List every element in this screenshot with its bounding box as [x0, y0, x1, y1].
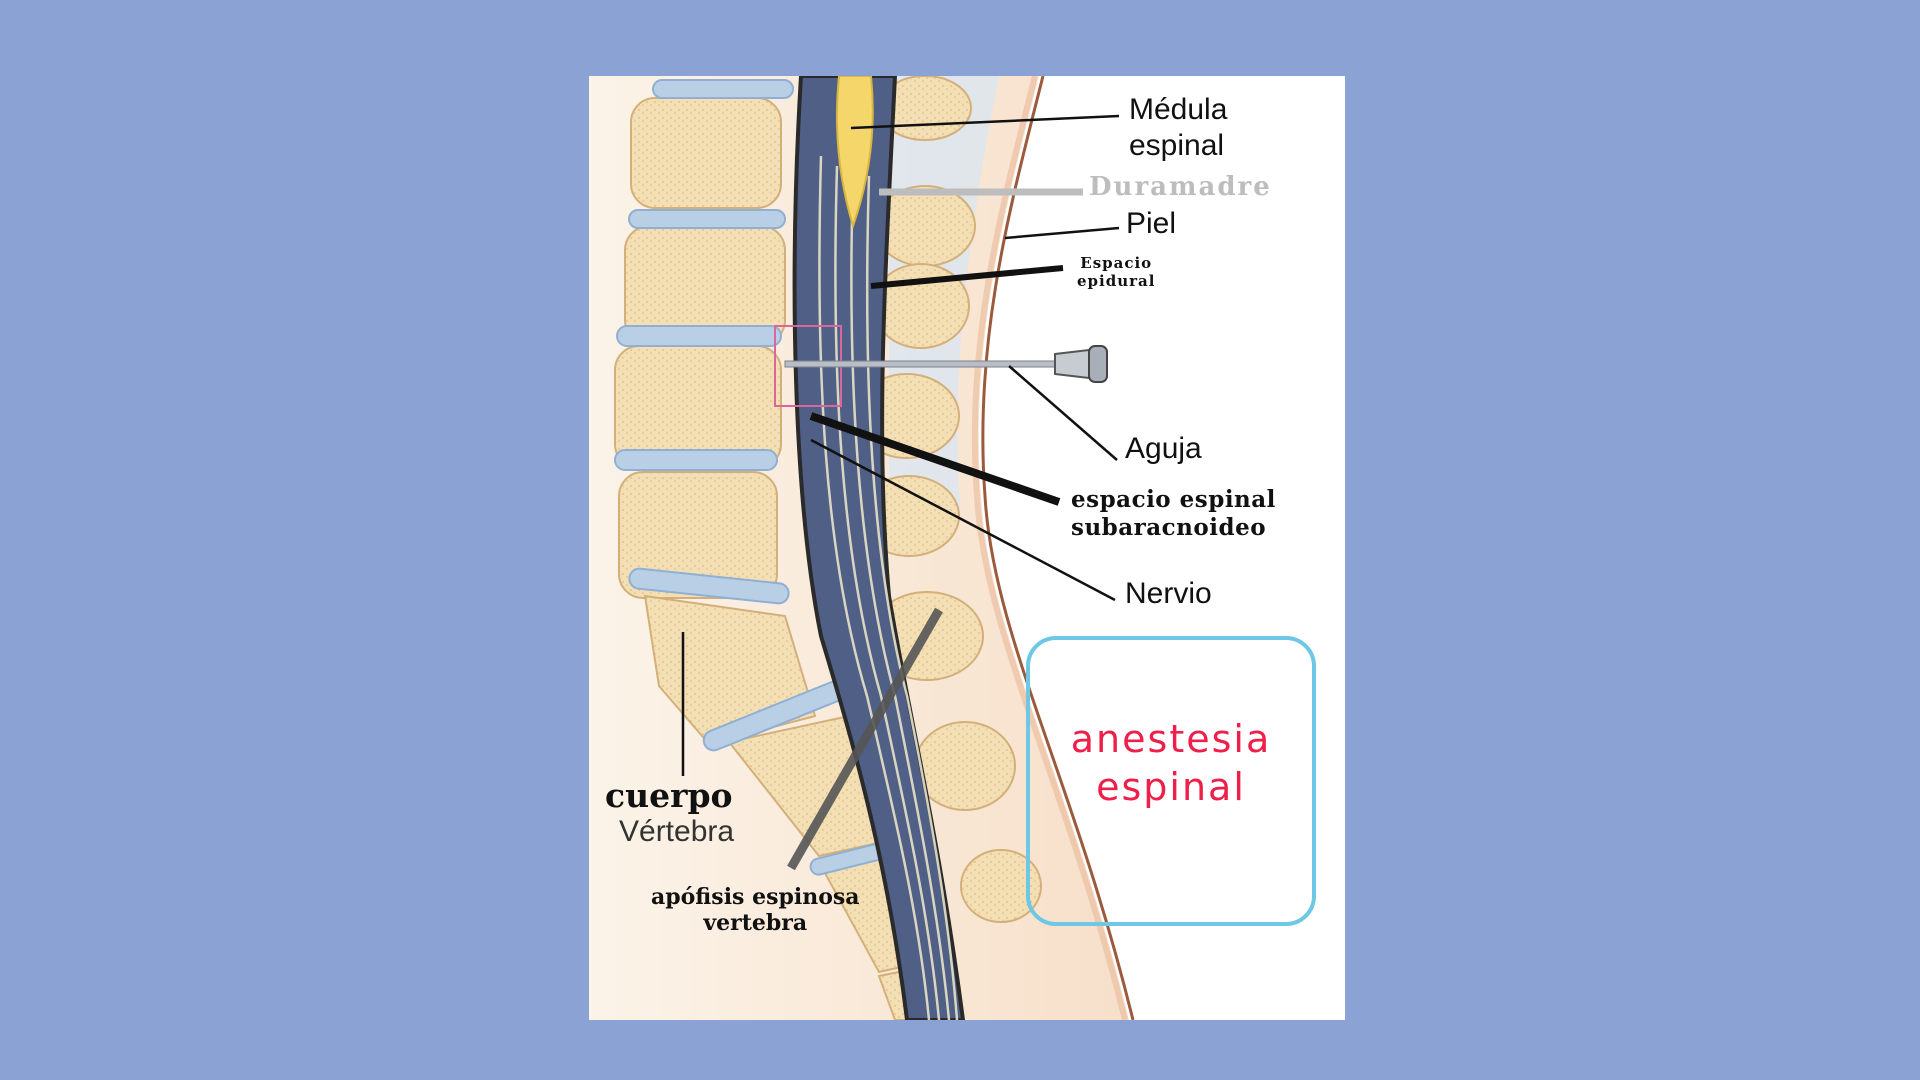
label-piel: Piel [1126, 207, 1177, 240]
spinal-cord [835, 76, 874, 230]
callout-line1: anestesia [1070, 717, 1272, 761]
skin-line [981, 76, 1135, 1020]
label-aguja: Aguja [1125, 432, 1202, 465]
spine-diagram: Médula espinal Duramadre Piel Espacio ep… [589, 76, 1345, 1020]
label-sub-line1: espacio espinal [1071, 486, 1276, 513]
needle [784, 345, 1108, 383]
label-nervio: Nervio [1125, 577, 1212, 610]
label-cuerpo: cuerpo [605, 776, 733, 815]
label-epidural-line2: epidural [1077, 272, 1156, 290]
label-duramadre: Duramadre [1089, 172, 1272, 202]
callout-title: anestesia espinal [1026, 716, 1316, 811]
nerve-roots [818, 155, 959, 1020]
label-espacio-subaracnoideo: espacio espinal subaracnoideo [1071, 486, 1276, 541]
callout-line2: espinal [1096, 764, 1246, 809]
leader-lines [681, 114, 1120, 871]
label-medula-espinal: Médula espinal [1129, 92, 1227, 164]
label-sub-line2: subaracnoideo [1071, 513, 1267, 541]
intervertebral-discs [614, 79, 929, 876]
label-medula-line2: espinal [1129, 129, 1225, 162]
label-medula-line1: Médula [1129, 93, 1228, 126]
callout-box [1026, 636, 1316, 926]
label-espacio-epidural: Espacio epidural [1077, 254, 1155, 290]
label-apofisis-espinosa: apófisis espinosa vertebra [651, 884, 860, 937]
lumbar-spine-illustration [589, 76, 1135, 1020]
label-apofisis-line1: apófisis espinosa [651, 884, 860, 910]
label-epidural-line1: Espacio [1080, 254, 1153, 272]
label-apofisis-line2: vertebra [703, 910, 808, 937]
label-vertebra: Vértebra [619, 815, 735, 848]
